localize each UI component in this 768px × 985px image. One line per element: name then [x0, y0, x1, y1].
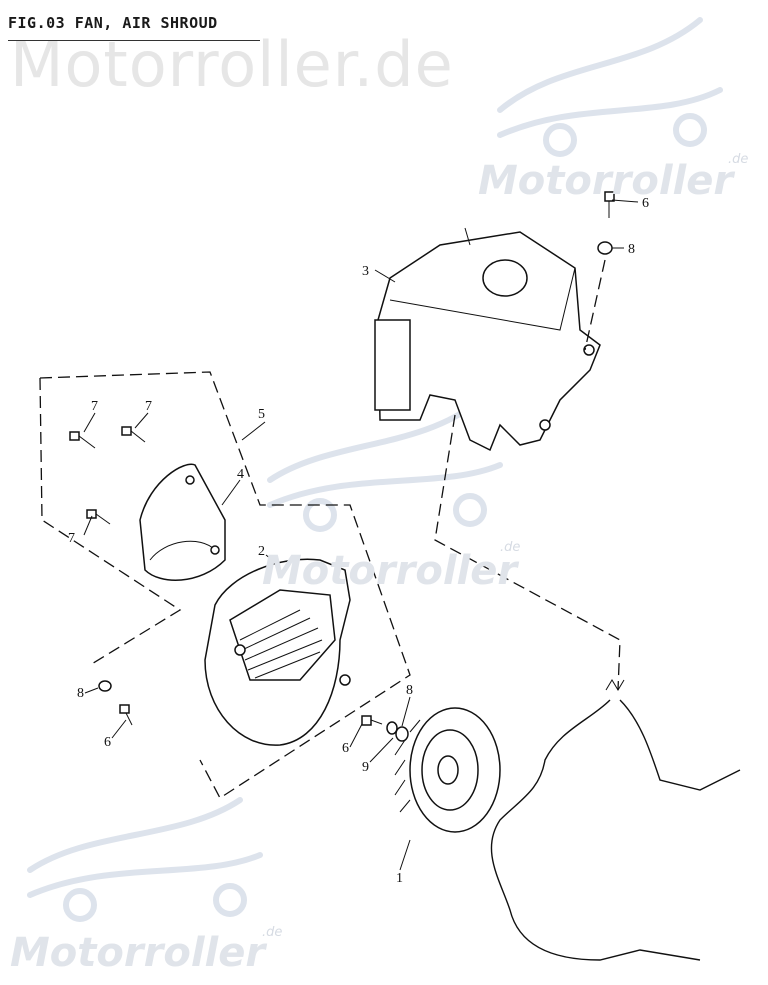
callout-1: 1	[396, 871, 403, 886]
watermark-brand-bottom: Motorroller	[10, 930, 266, 976]
callout-9: 9	[362, 760, 369, 775]
callout-4: 4	[237, 467, 244, 482]
watermark-scooter-middle	[267, 397, 503, 532]
callout-5: 5	[258, 407, 265, 422]
fan-cover-part	[139, 463, 226, 581]
callout-8-left: 8	[77, 686, 84, 701]
callout-6-right: 6	[342, 741, 349, 756]
leader-lines	[83, 199, 639, 871]
assembly-dashed-lines	[39, 259, 621, 799]
air-shroud-part	[374, 227, 601, 452]
callout-3: 3	[362, 264, 369, 279]
fan-housing-grille	[239, 609, 323, 679]
watermark-brand-top: Motorroller	[478, 158, 734, 204]
callout-6-top: 6	[642, 196, 649, 211]
figure-title: FIG.03 FAN, AIR SHROUD	[8, 14, 218, 32]
callout-2: 2	[258, 544, 265, 559]
callout-8-right: 8	[406, 683, 413, 698]
callout-7-left: 7	[91, 399, 98, 414]
callout-6-left: 6	[104, 735, 111, 750]
watermark-suffix-top: .de	[728, 152, 749, 167]
engine-outline	[490, 679, 741, 961]
watermark-brand-middle: Motorroller	[262, 548, 518, 594]
watermark-scooter-bottom	[27, 797, 263, 922]
watermark-suffix-bottom: .de	[262, 925, 283, 940]
fan-housing-part	[204, 558, 351, 746]
title-underline	[8, 40, 260, 41]
watermark-scooter-top	[497, 17, 723, 157]
callout-7-bottom: 7	[68, 531, 75, 546]
callout-7-middle: 7	[145, 399, 152, 414]
watermark-suffix-middle: .de	[500, 540, 521, 555]
callout-8-top: 8	[628, 242, 635, 257]
cooling-fan-part	[394, 707, 501, 833]
